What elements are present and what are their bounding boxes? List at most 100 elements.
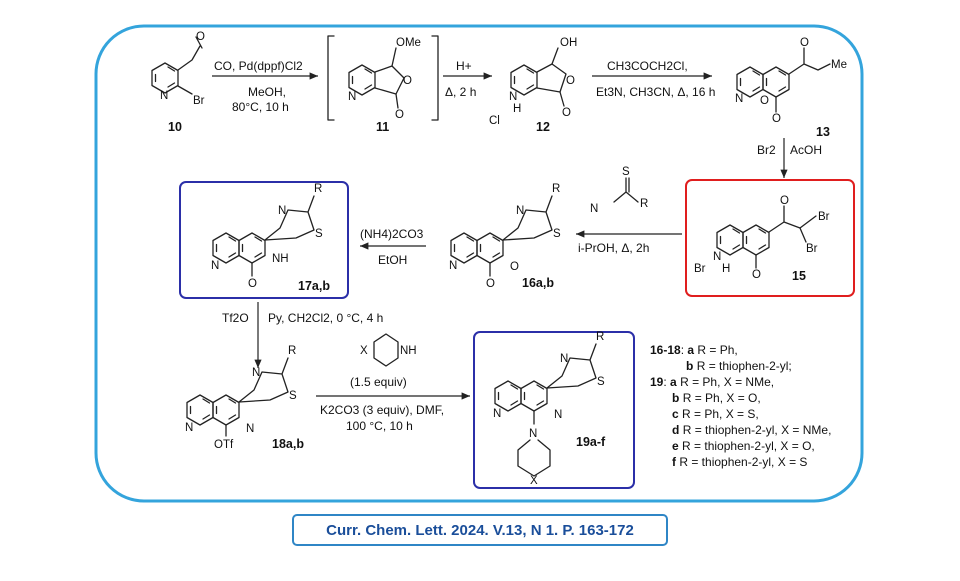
svg-text:CH3COCH2Cl,: CH3COCH2Cl, — [607, 59, 688, 73]
svg-text:N: N — [560, 353, 568, 365]
svg-text:R: R — [596, 331, 604, 343]
svg-text:N: N — [493, 408, 501, 420]
svg-text:H+: H+ — [456, 59, 472, 73]
svg-text:O: O — [566, 75, 575, 87]
legend: 16-18: a R = Ph, b R = thiophen-2-yl; 19… — [650, 343, 831, 469]
svg-text:Me: Me — [831, 59, 847, 71]
svg-text:N: N — [185, 422, 193, 434]
svg-text:N: N — [735, 93, 743, 105]
svg-text:O: O — [395, 109, 404, 121]
label-15: 15 — [792, 269, 806, 283]
svg-text:AcOH: AcOH — [790, 143, 822, 157]
svg-text:S: S — [622, 166, 630, 178]
compound-10: O Br N 10 — [151, 31, 205, 134]
svg-text:NH: NH — [272, 253, 289, 265]
svg-text:O: O — [760, 95, 769, 107]
label-18: 18a,b — [272, 437, 304, 451]
svg-text:Py, CH2Cl2, 0 °C, 4 h: Py, CH2Cl2, 0 °C, 4 h — [268, 311, 383, 325]
svg-text:N: N — [516, 205, 524, 217]
step-7: Tf2O Py, CH2Cl2, 0 °C, 4 h — [222, 302, 383, 368]
svg-text:b R = thiophen-2-yl;: b R = thiophen-2-yl; — [686, 359, 792, 373]
svg-text:N: N — [278, 205, 286, 217]
svg-text:Tf2O: Tf2O — [222, 311, 249, 325]
svg-text:O: O — [772, 113, 781, 125]
svg-text:e R = thiophen-2-yl, X = O,: e R = thiophen-2-yl, X = O, — [672, 439, 815, 453]
svg-text:Δ, 2 h: Δ, 2 h — [445, 85, 476, 99]
compound-18: N OTf N S R N 18a,b — [185, 345, 304, 451]
svg-text:MeOH,: MeOH, — [248, 85, 286, 99]
step-1: CO, Pd(dppf)Cl2 MeOH, 80°C, 10 h — [212, 59, 318, 114]
svg-text:K2CO3 (3 equiv), DMF,: K2CO3 (3 equiv), DMF, — [320, 403, 444, 417]
svg-text:b R = Ph, X = O,: b R = Ph, X = O, — [672, 391, 761, 405]
label-19: 19a-f — [576, 435, 606, 449]
svg-text:(NH4)2CO3: (NH4)2CO3 — [360, 227, 424, 241]
svg-text:f R = thiophen-2-yl, X = S: f R = thiophen-2-yl, X = S — [672, 455, 807, 469]
compound-16: O O N S R N 16a,b — [449, 183, 561, 290]
svg-text:(1.5 equiv): (1.5 equiv) — [350, 375, 407, 389]
label-17: 17a,b — [298, 279, 330, 293]
svg-text:R: R — [288, 345, 296, 357]
svg-text:R: R — [314, 183, 322, 195]
svg-text:O: O — [403, 75, 412, 87]
svg-text:Cl: Cl — [489, 115, 500, 127]
svg-text:S: S — [315, 228, 323, 240]
compound-11: OMe O O N 11 — [327, 35, 439, 134]
step-3: CH3COCH2Cl, Et3N, CH3CN, Δ, 16 h — [592, 59, 715, 99]
svg-text:O: O — [196, 31, 205, 43]
outer-frame — [94, 24, 864, 503]
svg-text:S: S — [553, 228, 561, 240]
compound-12: OH O O N H Cl 12 — [489, 37, 577, 134]
step-6: (NH4)2CO3 EtOH — [360, 227, 426, 267]
label-10: 10 — [168, 120, 182, 134]
amine-reagent: X NH (1.5 equiv) — [350, 333, 417, 389]
citation-text: Curr. Chem. Lett. 2024. V.13, N 1. P. 16… — [326, 521, 634, 539]
svg-text:Br: Br — [694, 263, 706, 275]
label-13: 13 — [816, 125, 830, 139]
step-4: Br2 AcOH — [757, 138, 822, 178]
svg-text:X: X — [360, 345, 368, 357]
svg-text:N: N — [529, 428, 537, 440]
svg-text:S: S — [597, 376, 605, 388]
citation-box: Curr. Chem. Lett. 2024. V.13, N 1. P. 16… — [292, 514, 668, 546]
step-8: K2CO3 (3 equiv), DMF, 100 °C, 10 h — [316, 392, 470, 433]
svg-text:O: O — [800, 37, 809, 49]
svg-text:O: O — [752, 269, 761, 281]
label-11: 11 — [376, 120, 389, 134]
svg-text:O: O — [248, 278, 257, 290]
svg-text:16-18: a R = Ph,: 16-18: a R = Ph, — [650, 343, 738, 357]
svg-text:c R = Ph, X = S,: c R = Ph, X = S, — [672, 407, 759, 421]
svg-text:100 °C, 10 h: 100 °C, 10 h — [346, 419, 413, 433]
step-2: H+ Δ, 2 h — [443, 59, 492, 99]
svg-text:H: H — [513, 103, 521, 115]
box-compound-17 — [179, 181, 349, 299]
compound-17: NH O N S R N 17a,b — [211, 183, 330, 293]
svg-text:R: R — [640, 198, 648, 210]
svg-text:N: N — [252, 367, 260, 379]
svg-text:19: a R = Ph, X = NMe,: 19: a R = Ph, X = NMe, — [650, 375, 774, 389]
svg-text:OTf: OTf — [214, 439, 234, 451]
svg-text:O: O — [780, 195, 789, 207]
svg-text:O: O — [486, 278, 495, 290]
svg-text:N: N — [509, 91, 517, 103]
svg-text:N: N — [449, 260, 457, 272]
svg-text:Br: Br — [806, 243, 818, 255]
svg-text:N: N — [554, 409, 562, 421]
svg-text:80°C, 10 h: 80°C, 10 h — [232, 100, 289, 114]
svg-text:CO, Pd(dppf)Cl2: CO, Pd(dppf)Cl2 — [214, 59, 303, 73]
svg-text:Br2: Br2 — [757, 143, 776, 157]
svg-text:Br: Br — [818, 211, 830, 223]
svg-text:Et3N, CH3CN, Δ, 16 h: Et3N, CH3CN, Δ, 16 h — [596, 85, 715, 99]
svg-text:N: N — [713, 251, 721, 263]
box-compound-19 — [473, 331, 635, 489]
svg-text:NH: NH — [400, 345, 417, 357]
svg-text:R: R — [552, 183, 560, 195]
svg-text:d R = thiophen-2-yl, X = NMe,: d R = thiophen-2-yl, X = NMe, — [672, 423, 831, 437]
svg-text:N: N — [590, 203, 598, 215]
compound-15: O O Br Br N H Br 15 — [694, 195, 830, 283]
svg-text:i-PrOH, Δ, 2h: i-PrOH, Δ, 2h — [578, 241, 649, 255]
step-5: i-PrOH, Δ, 2h — [576, 230, 682, 255]
svg-text:N: N — [211, 260, 219, 272]
svg-text:Br: Br — [193, 95, 205, 107]
svg-text:X: X — [530, 475, 538, 487]
